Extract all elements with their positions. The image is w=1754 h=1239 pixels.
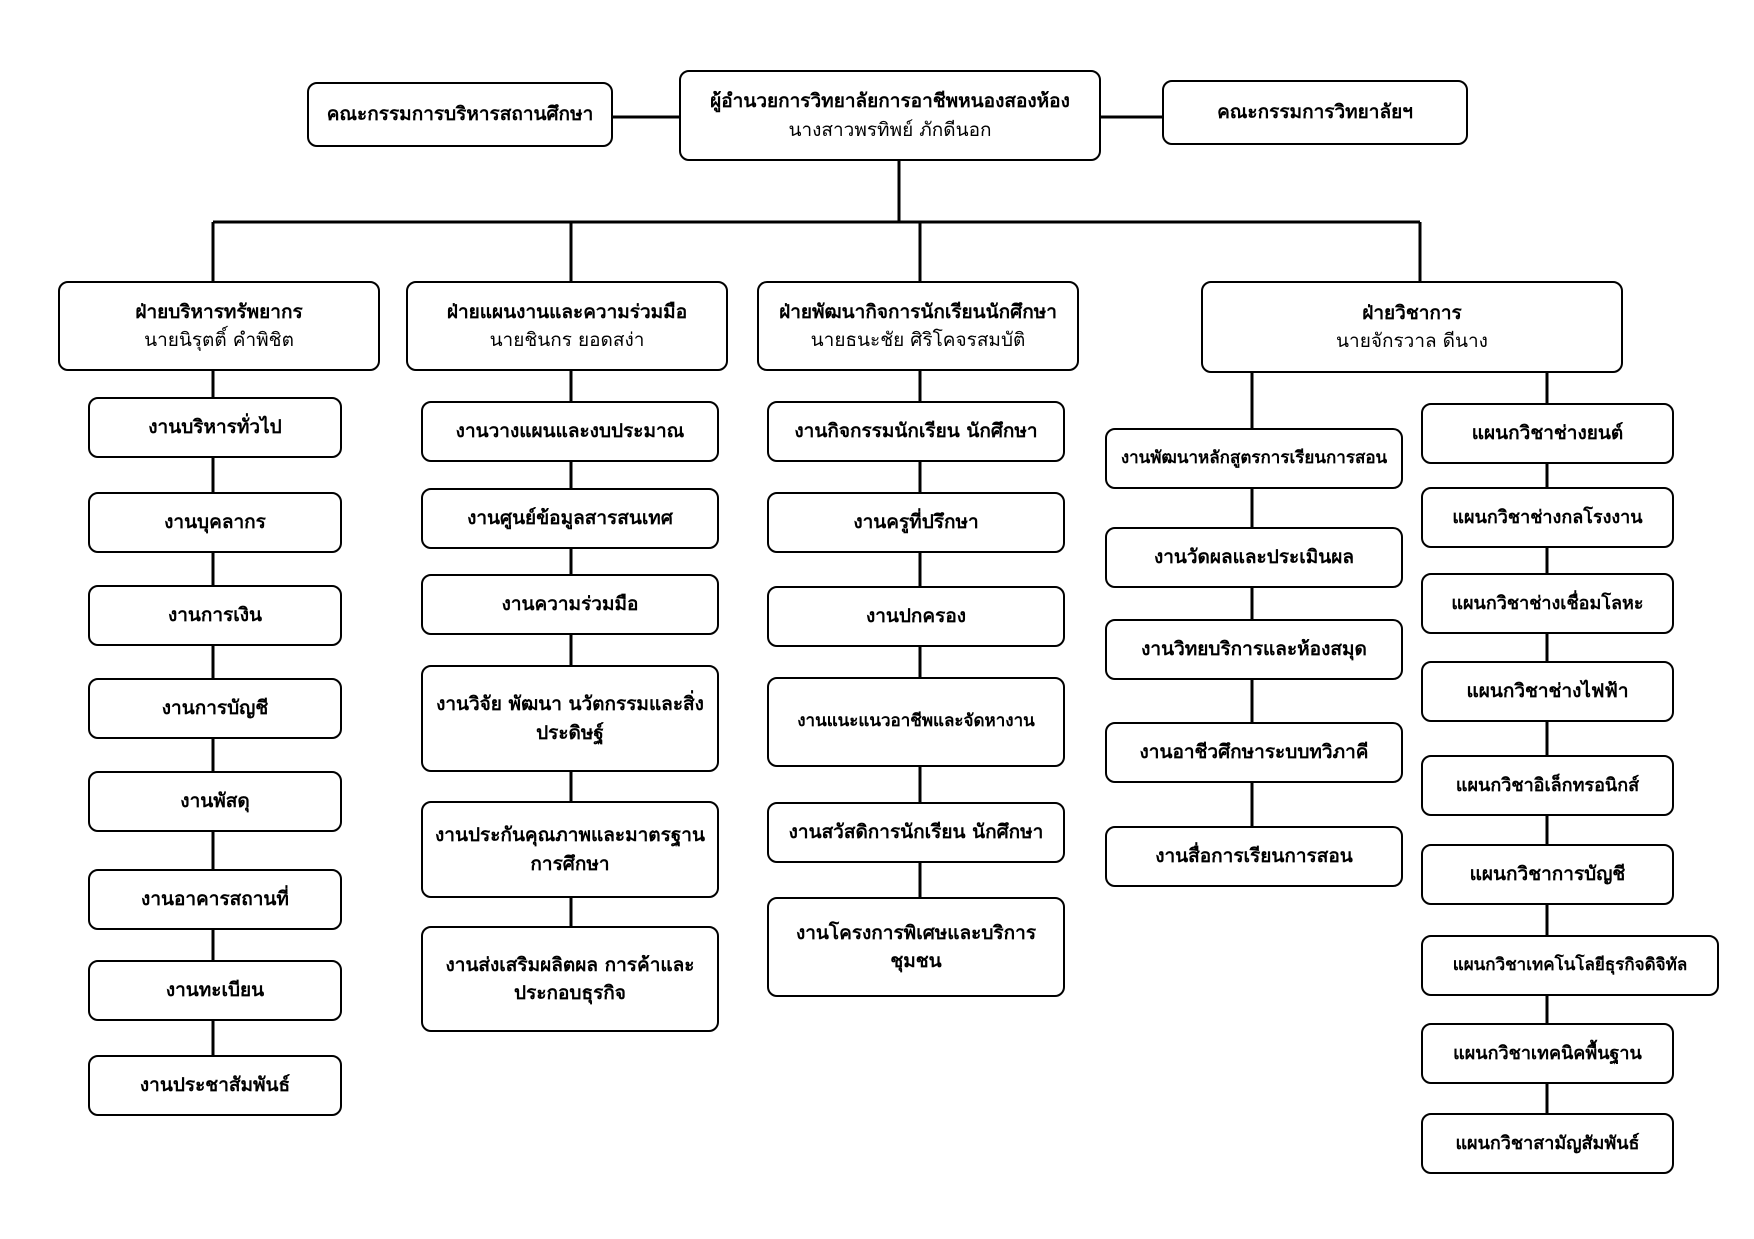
division-student-affairs-node: ฝ่ายพัฒนากิจการนักเรียนนักศึกษา นายธนะชั…	[757, 281, 1079, 371]
unit-node: งานอาคารสถานที่	[88, 869, 342, 930]
unit-label: งานโครงการพิเศษและบริการชุมชน	[795, 921, 1037, 973]
department-label: แผนกวิชาอิเล็กทรอนิกส์	[1455, 775, 1640, 796]
department-label: แผนกวิชาเทคนิคพื้นฐาน	[1453, 1043, 1642, 1064]
director-title: ผู้อำนวยการวิทยาลัยการอาชีพหนองสองห้อง	[710, 90, 1070, 112]
unit-label: งานครูที่ปรึกษา	[853, 511, 979, 534]
board-college-node: คณะกรรมการวิทยาลัยฯ	[1162, 80, 1468, 145]
division-head: นายชินกร ยอดสง่า	[489, 329, 645, 351]
unit-label: งานวางแผนและงบประมาณ	[455, 420, 685, 443]
division-title: ฝ่ายวิชาการ	[1362, 301, 1462, 324]
department-node: แผนกวิชาช่างเชื่อมโลหะ	[1421, 573, 1674, 634]
unit-label: งานบุคลากร	[164, 511, 266, 534]
department-node: แผนกวิชาช่างไฟฟ้า	[1421, 661, 1674, 722]
unit-label: งานพัฒนาหลักสูตรการเรียนการสอน	[1120, 447, 1388, 468]
unit-label: งานปกครอง	[865, 605, 967, 628]
department-node: แผนกวิชาการบัญชี	[1421, 844, 1674, 905]
unit-label: งานพัสดุ	[180, 790, 250, 813]
department-label: แผนกวิชาช่างกลโรงงาน	[1452, 507, 1643, 528]
division-title: ฝ่ายแผนงานและความร่วมมือ	[446, 300, 688, 323]
unit-label: งานการเงิน	[167, 604, 263, 627]
division-head: นายธนะชัย ศิริโคจรสมบัติ	[810, 329, 1026, 351]
board-admin-label: คณะกรรมการบริหารสถานศึกษา	[326, 103, 594, 126]
unit-node: งานสื่อการเรียนการสอน	[1105, 826, 1403, 887]
unit-node: งานการบัญชี	[88, 678, 342, 739]
board-college-label: คณะกรรมการวิทยาลัยฯ	[1217, 101, 1413, 124]
unit-node: งานวิทยบริการและห้องสมุด	[1105, 619, 1403, 680]
division-resources-node: ฝ่ายบริหารทรัพยากร นายนิรุตติ์ คำพิชิต	[58, 281, 380, 371]
unit-label: งานสื่อการเรียนการสอน	[1155, 845, 1353, 868]
department-label: แผนกวิชาช่างเชื่อมโลหะ	[1451, 593, 1644, 614]
unit-label: งานแนะแนวอาชีพและจัดหางาน	[797, 711, 1035, 732]
unit-node: งานครูที่ปรึกษา	[767, 492, 1065, 553]
unit-node: งานการเงิน	[88, 585, 342, 646]
unit-label: งานทะเบียน	[165, 979, 265, 1002]
unit-node: งานประชาสัมพันธ์	[88, 1055, 342, 1116]
unit-label: งานประชาสัมพันธ์	[139, 1074, 291, 1097]
unit-node: งานแนะแนวอาชีพและจัดหางาน	[767, 677, 1065, 767]
division-head: นายจักรวาล ดีนาง	[1336, 330, 1488, 352]
unit-node: งานอาชีวศึกษาระบบทวิภาคี	[1105, 722, 1403, 783]
department-label: แผนกวิชาสามัญสัมพันธ์	[1455, 1133, 1640, 1154]
department-node: แผนกวิชาช่างยนต์	[1421, 403, 1674, 464]
unit-node: งานทะเบียน	[88, 960, 342, 1021]
unit-label: งานส่งเสริมผลิตผล การค้าและประกอบธุรกิจ	[445, 953, 695, 1005]
unit-label: งานสวัสดิการนักเรียน นักศึกษา	[788, 821, 1044, 844]
unit-node: งานวางแผนและงบประมาณ	[421, 401, 719, 462]
unit-label: งานประกันคุณภาพและมาตรฐานการศึกษา	[435, 824, 705, 875]
unit-node: งานบุคลากร	[88, 492, 342, 553]
division-planning-node: ฝ่ายแผนงานและความร่วมมือ นายชินกร ยอดสง่…	[406, 281, 728, 371]
department-node: แผนกวิชาช่างกลโรงงาน	[1421, 487, 1674, 548]
unit-node: งานส่งเสริมผลิตผล การค้าและประกอบธุรกิจ	[421, 926, 719, 1032]
unit-node: งานความร่วมมือ	[421, 574, 719, 635]
division-head: นายนิรุตติ์ คำพิชิต	[144, 329, 294, 351]
department-label: แผนกวิชาช่างยนต์	[1471, 422, 1624, 445]
unit-label: งานอาคารสถานที่	[141, 888, 289, 911]
board-admin-node: คณะกรรมการบริหารสถานศึกษา	[307, 82, 613, 147]
unit-label: งานอาชีวศึกษาระบบทวิภาคี	[1139, 741, 1369, 764]
unit-label: งานศูนย์ข้อมูลสารสนเทศ	[467, 507, 673, 530]
unit-node: งานศูนย์ข้อมูลสารสนเทศ	[421, 488, 719, 549]
unit-label: งานวัดผลและประเมินผล	[1153, 546, 1355, 569]
unit-node: งานพัสดุ	[88, 771, 342, 832]
unit-label: งานวิทยบริการและห้องสมุด	[1141, 638, 1367, 661]
unit-node: งานพัฒนาหลักสูตรการเรียนการสอน	[1105, 428, 1403, 489]
unit-node: งานปกครอง	[767, 586, 1065, 647]
division-title: ฝ่ายพัฒนากิจการนักเรียนนักศึกษา	[779, 300, 1057, 323]
unit-node: งานประกันคุณภาพและมาตรฐานการศึกษา	[421, 801, 719, 898]
unit-node: งานกิจกรรมนักเรียน นักศึกษา	[767, 401, 1065, 462]
unit-node: งานโครงการพิเศษและบริการชุมชน	[767, 897, 1065, 997]
unit-label: งานกิจกรรมนักเรียน นักศึกษา	[794, 420, 1038, 443]
department-node: แผนกวิชาสามัญสัมพันธ์	[1421, 1113, 1674, 1174]
director-node: ผู้อำนวยการวิทยาลัยการอาชีพหนองสองห้อง น…	[679, 70, 1101, 161]
division-academic-node: ฝ่ายวิชาการ นายจักรวาล ดีนาง	[1201, 281, 1623, 373]
division-title: ฝ่ายบริหารทรัพยากร	[135, 300, 303, 323]
unit-node: งานบริหารทั่วไป	[88, 397, 342, 458]
director-name: นางสาวพรทิพย์ ภักดีนอก	[788, 118, 992, 141]
unit-node: งานวัดผลและประเมินผล	[1105, 527, 1403, 588]
department-label: แผนกวิชาการบัญชี	[1469, 863, 1626, 886]
unit-label: งานความร่วมมือ	[501, 593, 639, 616]
unit-node: งานสวัสดิการนักเรียน นักศึกษา	[767, 802, 1065, 863]
unit-label: งานการบัญชี	[161, 697, 269, 720]
department-node: แผนกวิชาอิเล็กทรอนิกส์	[1421, 755, 1674, 816]
department-label: แผนกวิชาช่างไฟฟ้า	[1466, 680, 1629, 703]
department-label: แผนกวิชาเทคโนโลยีธุรกิจดิจิทัล	[1452, 954, 1688, 975]
unit-label: งานบริหารทั่วไป	[148, 416, 282, 439]
unit-node: งานวิจัย พัฒนา นวัตกรรมและสิ่งประดิษฐ์	[421, 665, 719, 772]
department-node: แผนกวิชาเทคนิคพื้นฐาน	[1421, 1023, 1674, 1084]
department-node: แผนกวิชาเทคโนโลยีธุรกิจดิจิทัล	[1421, 935, 1719, 996]
unit-label: งานวิจัย พัฒนา นวัตกรรมและสิ่งประดิษฐ์	[436, 693, 704, 744]
